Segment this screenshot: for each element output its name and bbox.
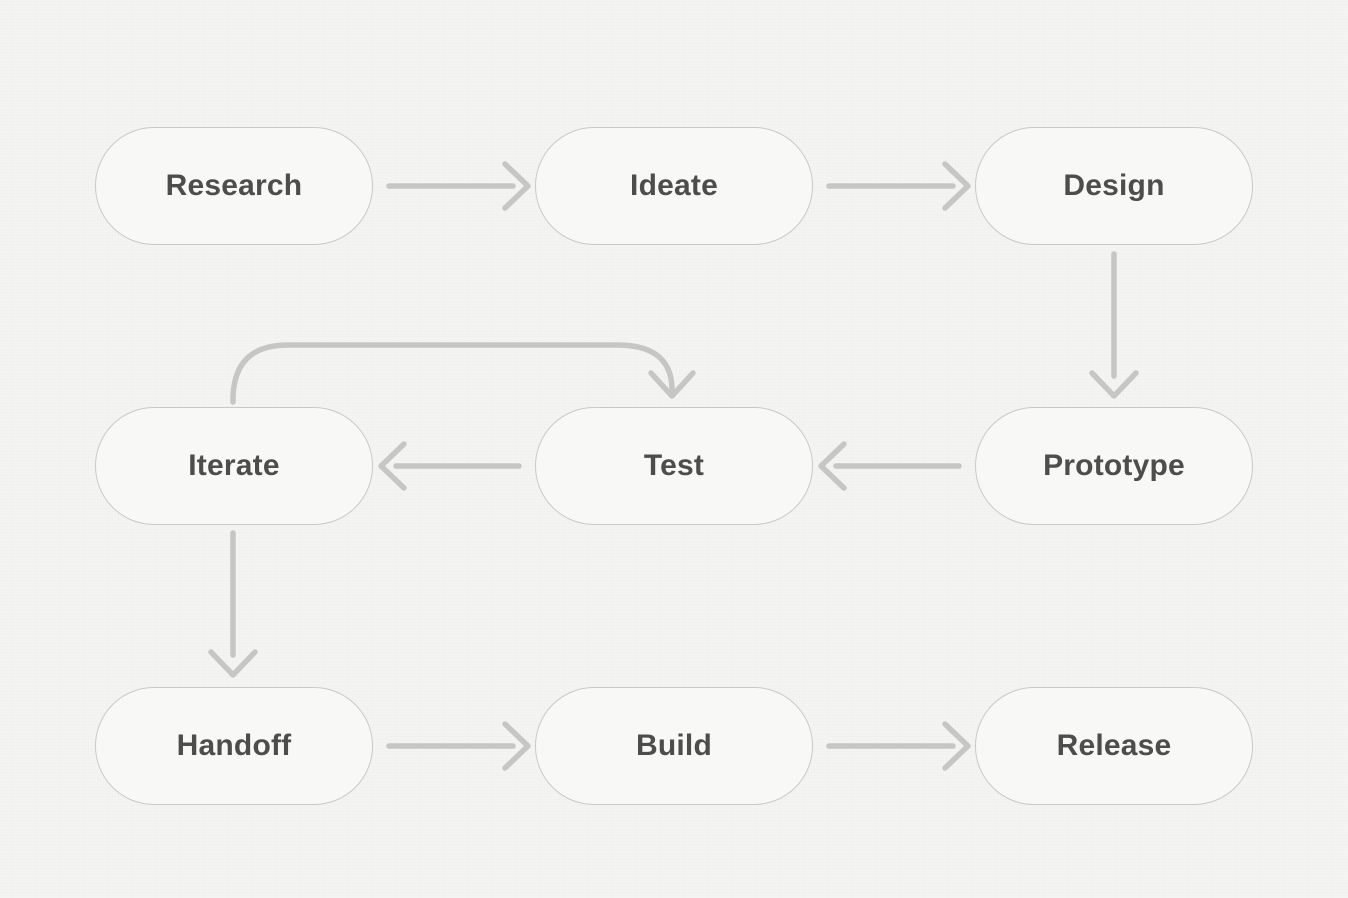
arrow-build-to-release (826, 721, 971, 771)
node-test: Test (535, 407, 813, 525)
arrowhead-right-icon (942, 721, 971, 771)
arrow-iterate-to-test-loop (230, 342, 696, 405)
node-handoff-label: Handoff (176, 729, 292, 762)
node-release-label: Release (1056, 729, 1172, 762)
node-prototype: Prototype (975, 407, 1253, 525)
node-design: Design (975, 127, 1253, 245)
arrow-iterate-to-handoff (208, 530, 258, 678)
node-iterate: Iterate (95, 407, 373, 525)
arrow-prototype-to-test (818, 441, 962, 491)
node-handoff: Handoff (95, 687, 373, 805)
arrowhead-right-icon (502, 721, 531, 771)
arrowhead-left-icon (818, 441, 847, 491)
node-research: Research (95, 127, 373, 245)
node-research-label: Research (165, 169, 303, 202)
node-test-label: Test (643, 449, 705, 482)
arrow-handoff-to-build (386, 721, 531, 771)
arrowhead-down-icon (1089, 370, 1139, 399)
arrow-research-to-ideate (386, 161, 531, 211)
node-iterate-label: Iterate (188, 449, 280, 482)
node-design-label: Design (1063, 169, 1165, 202)
node-ideate: Ideate (535, 127, 813, 245)
arrow-ideate-to-design (826, 161, 971, 211)
arrowhead-down-icon (648, 370, 696, 399)
node-build-label: Build (636, 729, 712, 762)
node-prototype-label: Prototype (1043, 449, 1185, 482)
node-ideate-label: Ideate (630, 169, 718, 202)
node-build: Build (535, 687, 813, 805)
arrowhead-right-icon (502, 161, 531, 211)
node-release: Release (975, 687, 1253, 805)
arrow-design-to-prototype (1089, 251, 1139, 399)
arrowhead-right-icon (942, 161, 971, 211)
arrowhead-down-icon (208, 649, 258, 678)
arrow-test-to-iterate (378, 441, 522, 491)
arrowhead-left-icon (378, 441, 407, 491)
